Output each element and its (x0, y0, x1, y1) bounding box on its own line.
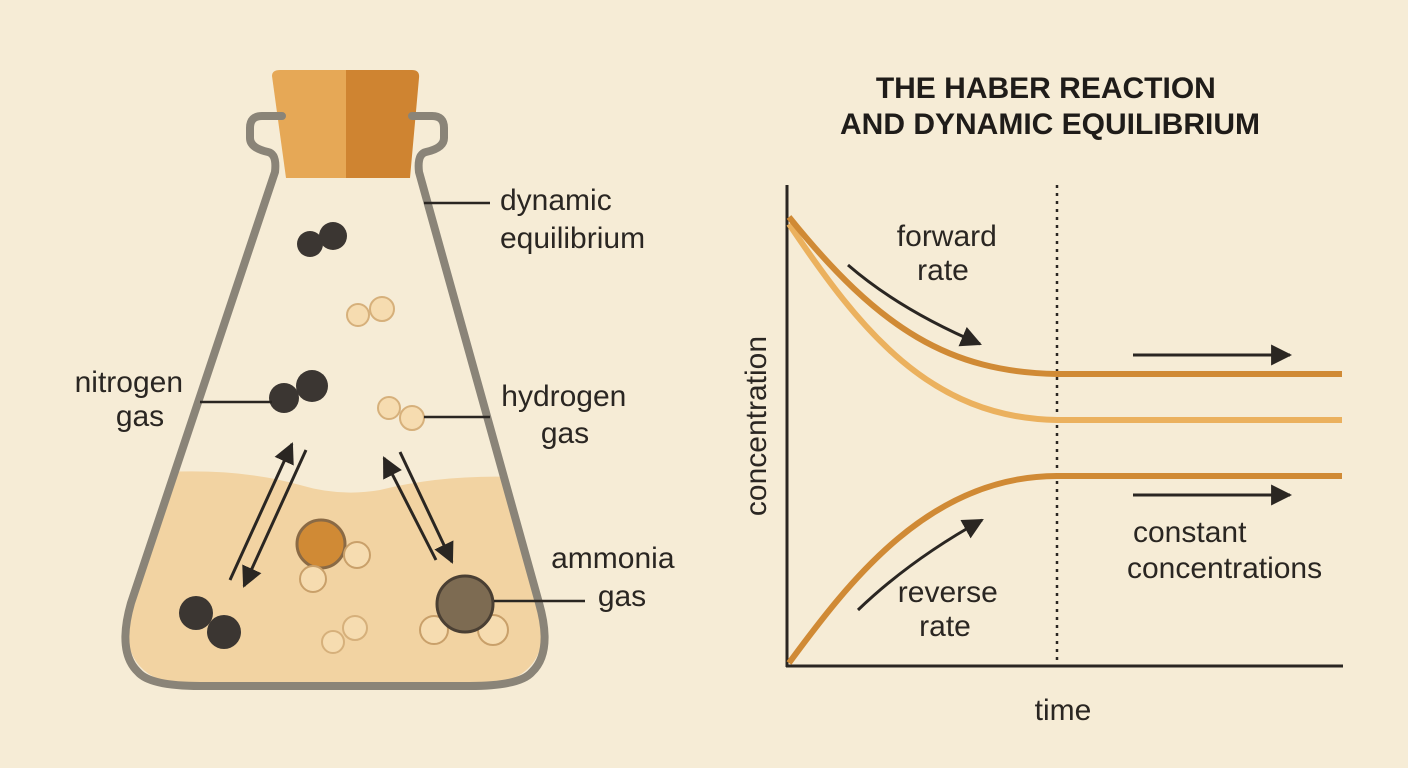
nitrogen-molecule (269, 370, 328, 413)
y-axis-label: concentration (740, 336, 773, 516)
flask-liquid (126, 471, 544, 686)
curve-rising (786, 473, 1342, 665)
nitrogen-molecule (297, 222, 347, 257)
hydrogen-molecule (321, 615, 368, 654)
label-reverse-rate: reverse rate (898, 576, 1006, 643)
diagram-title: THE HABER REACTION AND DYNAMIC EQUILIBRI… (840, 72, 1260, 141)
ammonia-molecule (419, 574, 509, 646)
equilibrium-graph: forward rate reverse rate constant conce… (740, 185, 1343, 727)
equilibrium-arrows-right (382, 451, 454, 564)
reverse-rate-arrow (856, 518, 984, 612)
cork (272, 70, 420, 178)
x-axis-label: time (1035, 694, 1092, 727)
flask: dynamic equilibrium nitrogen gas hydroge… (75, 70, 683, 690)
hydrogen-molecule (377, 396, 425, 431)
label-nitrogen-gas: nitrogen gas (75, 366, 192, 433)
nitrogen-molecule (179, 596, 241, 649)
label-ammonia-gas: ammonia gas (551, 542, 683, 613)
label-dynamic-equilibrium: dynamic equilibrium (500, 184, 645, 255)
hydrogen-molecule (346, 296, 395, 327)
ammonia-molecule (295, 518, 371, 593)
label-hydrogen-gas: hydrogen gas (501, 380, 634, 450)
curve-light (786, 222, 1342, 423)
label-forward-rate: forward rate (897, 220, 1005, 287)
forward-rate-arrow (847, 263, 982, 347)
equilibrium-arrows-left (228, 442, 308, 588)
flask-glass (121, 112, 549, 690)
curve-dark (786, 215, 1342, 377)
label-constant-concentrations: constant concentrations (1127, 516, 1322, 585)
